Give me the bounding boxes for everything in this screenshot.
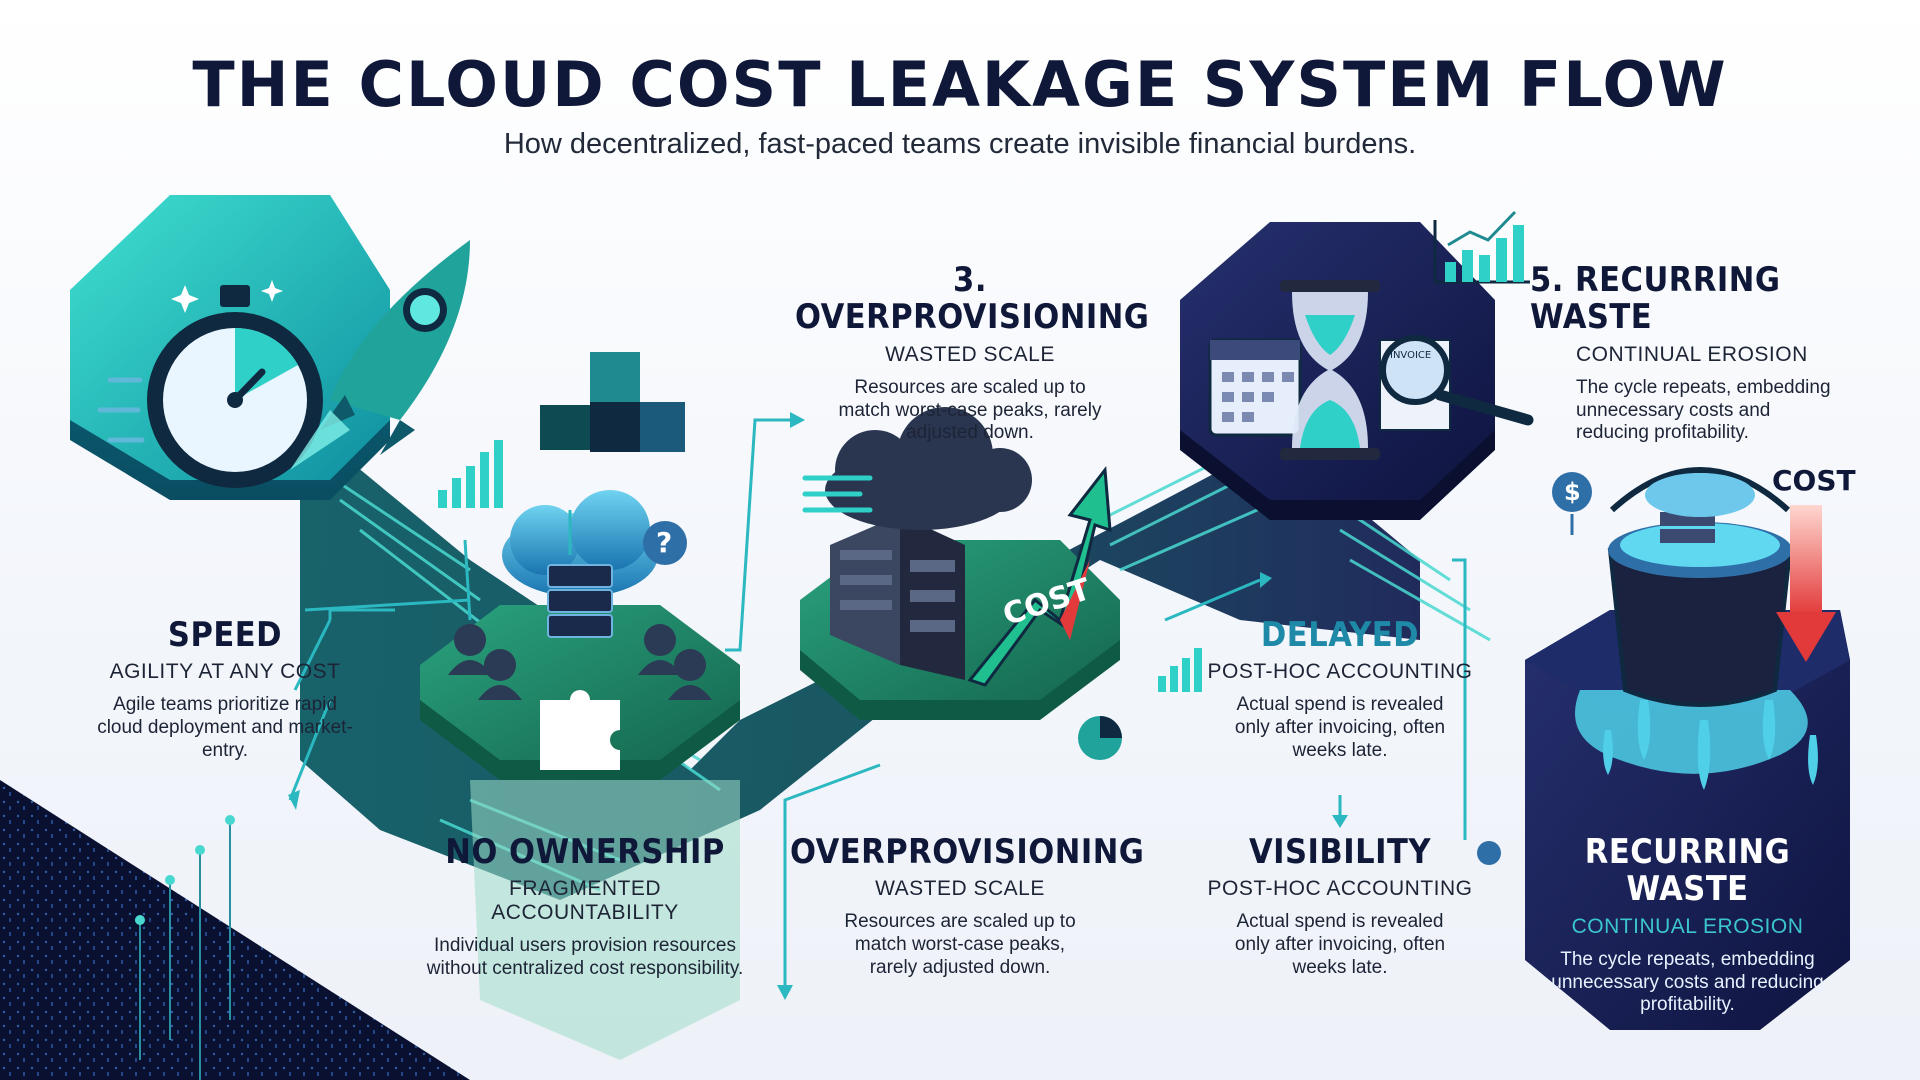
stage-delayed-body: Actual spend is revealed only after invo… [1234, 694, 1446, 761]
page-subtitle: How decentralized, fast-paced teams crea… [503, 128, 1417, 160]
stage-recurring-bottom-body: The cycle repeats, embedding unnecessary… [1551, 948, 1824, 1016]
page-title: THE CLOUD COST LEAKAGE SYSTEM FLOW [192, 48, 1728, 121]
stage-no-ownership-body: Individual users provision resources wit… [426, 935, 744, 980]
leaking-bucket-icon [1575, 467, 1818, 790]
stage-no-ownership: NO OWNERSHIP FRAGMENTED ACCOUNTABILITY I… [420, 832, 750, 981]
cost-down-arrow-icon [1776, 505, 1836, 662]
stage-recurring-bottom-title: RECURRING WASTE [1584, 832, 1791, 910]
stopwatch-icon [97, 285, 323, 488]
stage-overprovisioning-bottom-subtitle: WASTED SCALE [875, 877, 1045, 901]
stage-speed-body: Agile teams prioritize rapid cloud deplo… [97, 694, 353, 761]
stage-recurring-top-subtitle: CONTINUAL EROSION [1576, 342, 1808, 366]
stage-visibility: VISIBILITY POST-HOC ACCOUNTING Actual sp… [1200, 832, 1480, 980]
stage-overprovisioning-bottom: OVERPROVISIONING WASTED SCALE Resources … [790, 832, 1145, 980]
cloud-server-icon [502, 490, 658, 638]
stage-overprovisioning-top-title: 3. OVERPROVISIONING [795, 260, 1150, 338]
pie-chart-icon [1078, 716, 1122, 760]
growth-chart-icon [1433, 210, 1530, 284]
connector-arrows [288, 418, 1467, 985]
dollar-label: $ [1564, 478, 1581, 506]
stage-visibility-subtitle: POST-HOC ACCOUNTING [1207, 877, 1473, 901]
stage-no-ownership-title: NO OWNERSHIP [445, 832, 725, 872]
question-bubble-icon [643, 521, 687, 565]
stage-speed-subtitle: AGILITY AT ANY COST [109, 660, 341, 684]
stage-speed-title: SPEED [167, 615, 283, 655]
magnifier-invoice-icon [1379, 335, 1534, 431]
stage-delayed: DELAYED POST-HOC ACCOUNTING Actual spend… [1200, 615, 1480, 763]
stage-overprovisioning-top-subtitle: WASTED SCALE [885, 342, 1055, 366]
dollar-coin-icon [1552, 472, 1592, 535]
puzzle-piece-icon [540, 690, 620, 770]
stage-overprovisioning-bottom-title: OVERPROVISIONING [790, 832, 1145, 872]
server-rack-icon [830, 515, 965, 680]
stage-overprovisioning-top-body: Resources are scaled up to match worst-c… [838, 376, 1102, 444]
bar-chart-icon [438, 440, 503, 508]
invoice-label: INVOICE [1390, 350, 1432, 361]
stage-recurring-bottom-subtitle: CONTINUAL EROSION [1571, 914, 1804, 938]
bucket-cost-label: COST [1772, 464, 1856, 497]
stage-no-ownership-subtitle: FRAGMENTED ACCOUNTABILITY [491, 877, 679, 925]
stage-recurring-bottom: RECURRING WASTE CONTINUAL EROSION The cy… [1530, 832, 1845, 1017]
binary-corner-decoration [0, 780, 470, 1080]
question-mark-label: ? [656, 526, 673, 559]
stage-delayed-subtitle: POST-HOC ACCOUNTING [1207, 660, 1473, 684]
users-icon [448, 624, 712, 700]
small-bars-icon [1158, 648, 1202, 692]
calendar-icon [1208, 338, 1302, 437]
list-lines-icon [802, 475, 873, 513]
stage-overprovisioning-bottom-body: Resources are scaled up to match worst-c… [844, 911, 1076, 978]
stage-visibility-title: VISIBILITY [1248, 832, 1431, 872]
stage-recurring-top: 5. RECURRING WASTE CONTINUAL EROSION The… [1530, 260, 1890, 445]
stage-overprovisioning-top: 3. OVERPROVISIONING WASTED SCALE Resourc… [795, 260, 1150, 445]
stage-delayed-title: DELAYED [1260, 615, 1420, 655]
stage-recurring-top-title: 5. RECURRING WASTE [1530, 260, 1781, 338]
rocket-icon [290, 240, 470, 470]
hourglass-icon [1280, 280, 1380, 460]
arrow-heads [288, 412, 1348, 1000]
stage-visibility-body: Actual spend is revealed only after invo… [1234, 911, 1446, 978]
dollar-small-icon [1477, 841, 1501, 865]
cost-arrow-icon [967, 466, 1112, 687]
puzzle-pieces-floating-icon [540, 352, 685, 452]
sparkle-icons [171, 280, 283, 313]
stage-recurring-top-body: The cycle repeats, embedding unnecessary… [1576, 376, 1831, 444]
stage-speed: SPEED AGILITY AT ANY COST Agile teams pr… [90, 615, 360, 763]
